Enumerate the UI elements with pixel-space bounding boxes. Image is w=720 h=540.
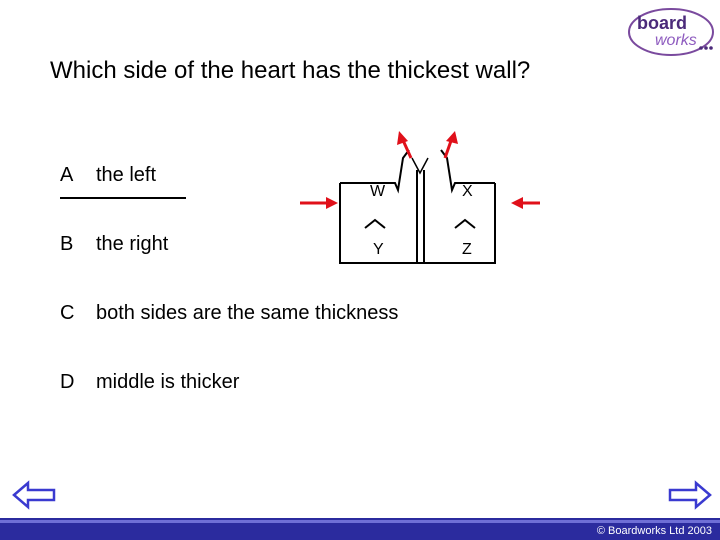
option-a-letter: A bbox=[60, 164, 74, 186]
label-z: Z bbox=[462, 241, 472, 258]
heart-top-vessel bbox=[411, 157, 429, 175]
heart-diagram: W X Y Z bbox=[295, 128, 545, 278]
valve-left bbox=[364, 218, 386, 229]
logo-line2: works bbox=[655, 32, 697, 49]
option-b-text: the right bbox=[96, 233, 169, 255]
question-title: Which side of the heart has the thickest… bbox=[50, 57, 531, 84]
option-d-text: middle is thicker bbox=[96, 371, 240, 393]
blood-flow-arrows bbox=[300, 131, 540, 209]
footer-bar bbox=[0, 518, 720, 540]
previous-slide-button[interactable] bbox=[12, 480, 56, 510]
boardworks-logo: board works bbox=[627, 6, 715, 58]
footer-stripe bbox=[0, 520, 720, 523]
label-y: Y bbox=[373, 241, 384, 258]
option-d-letter: D bbox=[60, 371, 75, 393]
option-a-underline bbox=[60, 197, 186, 199]
next-slide-button[interactable] bbox=[668, 480, 712, 510]
option-c-text: both sides are the same thickness bbox=[96, 302, 399, 324]
option-a-text: the left bbox=[96, 164, 157, 186]
arrow-left-icon bbox=[12, 480, 56, 510]
label-x: X bbox=[462, 183, 473, 200]
option-b-letter: B bbox=[60, 233, 74, 255]
valve-right bbox=[454, 218, 476, 229]
heart-diagram-graphic: W X Y Z bbox=[300, 131, 540, 264]
arrow-right-icon bbox=[668, 480, 712, 510]
logo-line1: board bbox=[637, 13, 687, 33]
option-c-letter: C bbox=[60, 302, 75, 324]
copyright-text: © Boardworks Ltd 2003 bbox=[596, 525, 712, 537]
heart-top-left-wall bbox=[340, 149, 410, 194]
label-w: W bbox=[370, 183, 386, 200]
boardworks-logo-graphic: board works bbox=[628, 8, 714, 56]
